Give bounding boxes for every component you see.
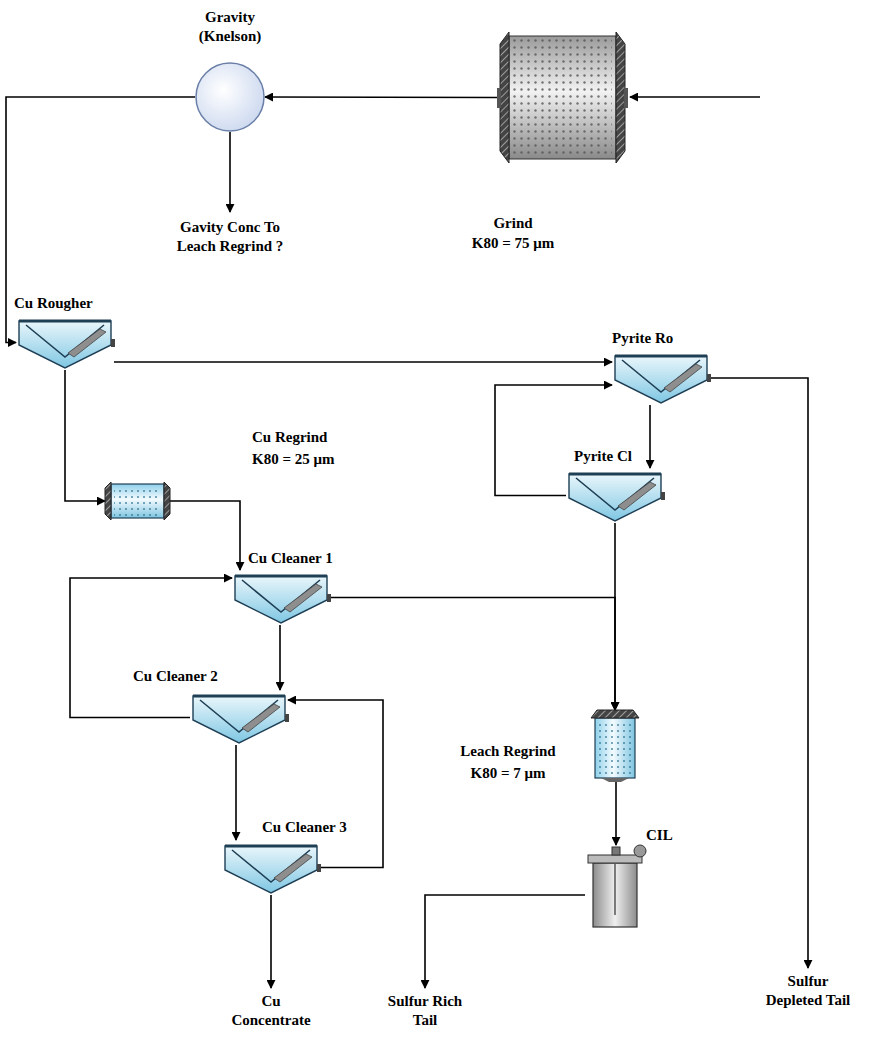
unit-spec: K80 = 7 μm	[443, 764, 573, 783]
unit-label: Cu Cleaner 2	[133, 667, 218, 686]
unit-label: Pyrite Cl	[574, 447, 632, 466]
concentrate-line	[270, 895, 272, 988]
stream-label: Sulfur Rich Tail	[377, 992, 473, 1030]
unit-label: Cu Rougher	[14, 294, 93, 313]
flotation-cell: Pyrite Cl	[566, 468, 664, 523]
flotation-cell: Cu Cleaner 3	[222, 840, 320, 895]
regrind-mill: Cu RegrindK80 = 25 μm	[105, 482, 170, 520]
unit-spec: K80 = 75 μm	[443, 234, 583, 253]
unit-spec: K80 = 25 μm	[252, 450, 334, 469]
flow-line	[649, 405, 651, 468]
depleted-tail-line	[710, 378, 808, 968]
flow-line	[265, 96, 497, 98]
tank-icon	[190, 690, 288, 745]
tank-icon	[16, 315, 114, 370]
flow-line	[235, 745, 237, 840]
stream-label: Cu Concentrate	[225, 992, 317, 1030]
smallmill-icon	[105, 482, 170, 520]
flotation-cell: Pyrite Ro	[612, 350, 710, 405]
flow-line	[65, 370, 105, 501]
stream-label: Sulfur Depleted Tail	[759, 972, 857, 1010]
unit-label: Leach Regrind	[443, 742, 573, 761]
gravity-concentrator: Gravity (Knelson)	[195, 62, 265, 132]
tank-icon	[566, 468, 664, 523]
unit-label: Grind	[443, 214, 583, 233]
circle-icon	[195, 62, 265, 132]
flotation-cell: Cu Rougher	[16, 315, 114, 370]
flow-line	[170, 501, 240, 570]
unit-label: Cu Cleaner 1	[248, 549, 333, 568]
vmill-icon	[591, 710, 639, 782]
ball-mill: GrindK80 = 75 μm	[497, 30, 628, 165]
flow-line	[330, 598, 615, 711]
tank-icon	[222, 840, 320, 895]
cil-tank: CIL	[585, 845, 647, 927]
flow-line	[615, 782, 617, 845]
unit-label: Cu Regrind	[252, 428, 327, 447]
flow-line	[288, 700, 383, 868]
unit-label: Gravity (Knelson)	[180, 8, 280, 46]
tank-icon	[612, 350, 710, 405]
rich-tail-line	[425, 895, 585, 988]
tank-icon	[232, 570, 330, 625]
flow-line	[114, 361, 612, 363]
feed-line	[630, 96, 760, 98]
gravity-conc-line	[229, 132, 231, 212]
leach-regrind-mill: Leach RegrindK80 = 7 μm	[591, 710, 639, 782]
cil-icon	[585, 845, 647, 927]
unit-label: Cu Cleaner 3	[262, 818, 347, 837]
flow-line	[279, 625, 281, 690]
flow-line	[6, 97, 195, 343]
flotation-cell: Cu Cleaner 2	[190, 690, 288, 745]
unit-label: Pyrite Ro	[612, 329, 673, 348]
flotation-cell: Cu Cleaner 1	[232, 570, 330, 625]
unit-label: CIL	[646, 826, 673, 845]
mill-icon	[497, 30, 628, 165]
stream-label: Gavity Conc To Leach Regrind ?	[166, 218, 294, 256]
